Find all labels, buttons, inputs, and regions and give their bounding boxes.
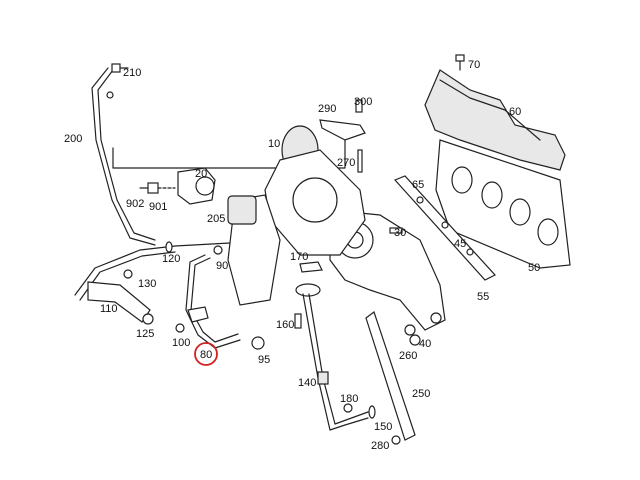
part-260-nut: [404, 324, 416, 336]
label-150: 150: [374, 421, 392, 433]
label-10: 10: [268, 138, 280, 150]
label-130: 130: [138, 278, 156, 290]
label-210: 210: [123, 67, 141, 79]
label-100: 100: [172, 337, 190, 349]
part-70-bolt: [455, 54, 465, 71]
label-902: 902: [126, 198, 144, 210]
label-40: 40: [419, 338, 431, 350]
part-40-nut: [409, 334, 421, 346]
label-110: 110: [100, 303, 118, 315]
highlight-circle-80: [194, 342, 218, 366]
part-60-heat-shield: [424, 69, 566, 171]
label-200: 200: [64, 133, 82, 145]
part-901-sensor: [139, 182, 176, 194]
label-140: 140: [298, 377, 316, 389]
label-20: 20: [195, 168, 207, 180]
reference-line: [112, 129, 346, 169]
part-130-bolt: [123, 269, 133, 279]
label-95: 95: [258, 354, 270, 366]
part-10-turbocharger: [227, 125, 366, 306]
part-210-bolt: [111, 63, 129, 73]
part-125-clamp: [142, 313, 154, 325]
label-90: 90: [216, 260, 228, 272]
label-60: 60: [509, 106, 521, 118]
label-170: 170: [290, 251, 308, 263]
label-120: 120: [162, 253, 180, 265]
label-270: 270: [337, 157, 355, 169]
part-95-clamp: [251, 336, 265, 350]
part-290-bracket: [319, 99, 366, 173]
part-30-stud: [389, 227, 403, 234]
part-180-bolt: [343, 403, 353, 413]
part-140-pipe: [295, 261, 369, 431]
part-90-washer: [213, 245, 223, 255]
label-45: 45: [454, 238, 466, 250]
label-30: 30: [394, 227, 406, 239]
part-250-bracket: [365, 311, 416, 441]
part-55-gasket-strip: [393, 175, 496, 281]
label-290: 290: [318, 103, 336, 115]
part-160-bolt: [294, 313, 302, 329]
label-205: 205: [207, 213, 225, 225]
label-50: 50: [528, 262, 540, 274]
part-150-washer: [368, 405, 376, 419]
label-55: 55: [477, 291, 489, 303]
label-250: 250: [412, 388, 430, 400]
part-50-gasket: [435, 139, 571, 269]
part-100-bolt: [175, 323, 185, 333]
label-260: 260: [399, 350, 417, 362]
part-80-pipe: [185, 254, 241, 349]
label-300: 300: [354, 96, 372, 108]
label-180: 180: [340, 393, 358, 405]
label-80: 80: [200, 349, 212, 361]
label-901: 901: [149, 201, 167, 213]
label-280: 280: [371, 440, 389, 452]
part-280-bolt: [391, 435, 401, 445]
label-125: 125: [136, 328, 154, 340]
part-120-washer: [165, 241, 173, 253]
part-20-actuator: [177, 167, 216, 205]
label-70: 70: [468, 59, 480, 71]
part-200-pipe: [91, 67, 156, 246]
label-160: 160: [276, 319, 294, 331]
label-65: 65: [412, 179, 424, 191]
part-170-gasket: [299, 261, 323, 273]
part-110-hose: [74, 242, 231, 323]
